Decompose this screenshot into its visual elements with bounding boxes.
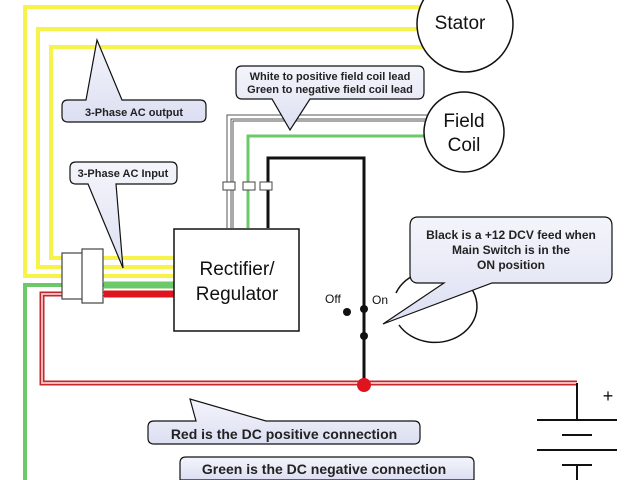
callout-red-positive-text: Red is the DC positive connection (171, 426, 397, 442)
callout-field-leads: White to positive field coil lead Green … (235, 65, 425, 132)
callout-field-leads-line1: White to positive field coil lead (250, 71, 411, 83)
battery: + (537, 383, 617, 480)
connector-green (242, 181, 256, 191)
field-coil-label-2: Coil (448, 135, 481, 156)
callout-black-feed-line2: Main Switch is in the (452, 243, 570, 257)
switch-on-label: On (372, 293, 388, 307)
stator-label: Stator (435, 13, 486, 34)
callout-black-feed: Black is a +12 DCV feed when Main Switch… (382, 216, 613, 325)
black-feed-wire (266, 156, 366, 383)
ac-wire-2 (36, 27, 420, 269)
ac-wire-3 (49, 45, 425, 260)
callout-ac-output: 3-Phase AC output (61, 37, 207, 123)
connector-black (259, 181, 273, 191)
junction-dot (357, 378, 371, 392)
callout-field-leads-line2: Green to negative field coil lead (247, 84, 413, 96)
switch-on-contact (360, 305, 368, 313)
rectifier-regulator: Rectifier/ Regulator (173, 228, 300, 332)
callout-ac-input-text: 3-Phase AC Input (78, 168, 169, 180)
switch-off-contact (343, 308, 351, 316)
main-switch: Off On (325, 269, 478, 344)
callout-ac-input: 3-Phase AC Input (69, 161, 178, 269)
callout-black-feed-line3: ON position (477, 258, 545, 272)
green-field-wire (246, 134, 440, 228)
callout-green-negative-text: Green is the DC negative connection (202, 461, 446, 477)
white-field-wire (226, 114, 432, 228)
field-coil: Field Coil (423, 91, 505, 173)
callout-red-positive: Red is the DC positive connection (147, 398, 421, 445)
battery-plus-label: + (603, 386, 614, 406)
field-coil-label-1: Field (443, 111, 484, 132)
rectifier-label-2: Regulator (196, 284, 279, 305)
connector-white (222, 181, 236, 191)
switch-common-contact (360, 332, 368, 340)
switch-off-label: Off (325, 292, 341, 306)
callout-black-feed-line1: Black is a +12 DCV feed when (426, 228, 596, 242)
rectifier-label-1: Rectifier/ (200, 259, 276, 280)
plug-connector (61, 248, 104, 304)
callout-ac-output-text: 3-Phase AC output (85, 107, 183, 119)
stator: Stator (416, 0, 514, 73)
callout-green-negative: Green is the DC negative connection (179, 456, 475, 480)
red-positive-wire (39, 290, 577, 386)
